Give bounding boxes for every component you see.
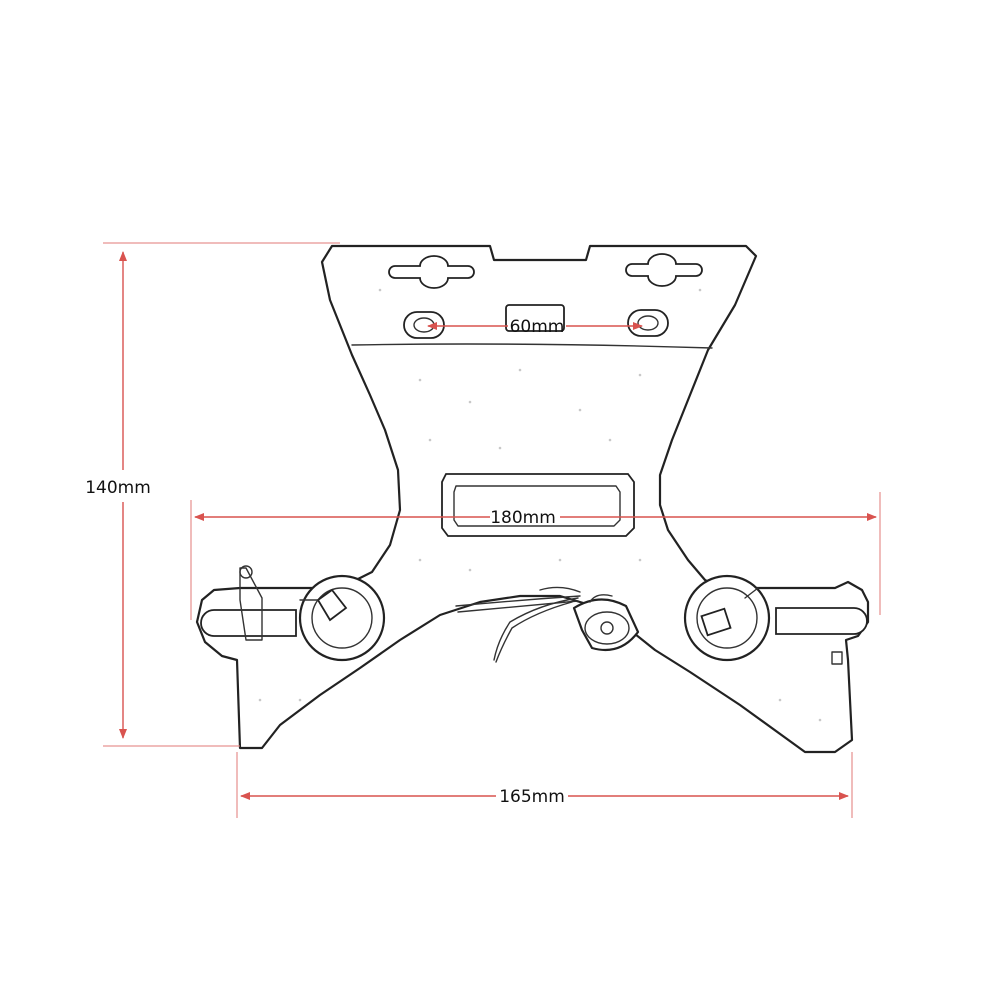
right-arm-tab [831, 651, 843, 665]
center-cutout [441, 473, 635, 537]
slot-hole-top-right [625, 253, 703, 287]
plate-light [572, 594, 640, 652]
left-indicator-light [298, 574, 386, 662]
dimension-width-wide: 180mm [190, 492, 881, 620]
center-cutout-inner [453, 485, 621, 527]
surface-texture [258, 288, 822, 722]
dimension-height: 140mm [85, 242, 340, 747]
hole-spacing-label: 60mm [510, 317, 565, 337]
height-dimension-label: 140mm [85, 478, 151, 498]
left-arm-peg-top [239, 565, 253, 579]
width-wide-label: 180mm [490, 508, 556, 528]
left-arm-peg [239, 567, 263, 641]
width-base-label: 165mm [499, 787, 565, 807]
dimension-hole-spacing: 60mm [427, 317, 643, 337]
license-plate-bracket [195, 244, 870, 754]
slot-hole-top-left [388, 255, 475, 289]
wires [455, 586, 581, 663]
right-arm-slot [775, 607, 868, 635]
right-indicator-light [683, 574, 771, 662]
left-arm-slot [200, 609, 297, 637]
center-slot [505, 304, 565, 332]
dimension-width-base: 165mm [236, 752, 853, 818]
plate-fold-line [351, 343, 713, 349]
hole-left [403, 311, 445, 339]
hole-right [627, 309, 669, 337]
